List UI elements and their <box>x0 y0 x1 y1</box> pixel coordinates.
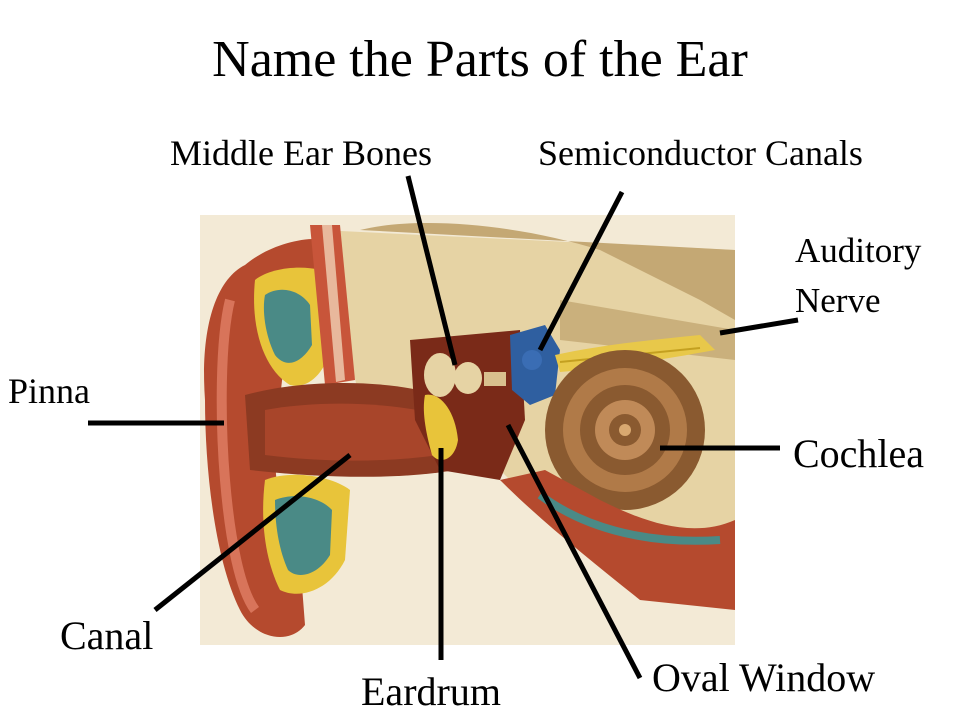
pointer-middle-ear-bones <box>405 175 458 366</box>
label-canal: Canal <box>60 613 154 658</box>
label-semicircular-canals: Semiconductor Canals <box>538 133 863 173</box>
label-auditory-nerve-line2: Nerve <box>795 281 881 320</box>
stapes-shape <box>484 372 506 386</box>
incus-shape <box>454 362 482 394</box>
label-oval-window: Oval Window <box>652 655 876 700</box>
pointer-auditory-nerve <box>719 317 799 336</box>
eardrum-shape <box>423 394 458 460</box>
malleus-shape <box>424 353 456 397</box>
pointer-semicircular-canals <box>537 190 625 352</box>
label-middle-ear-bones: Middle Ear Bones <box>170 133 432 173</box>
pointer-lines <box>88 175 799 680</box>
label-auditory-nerve-line1: Auditory <box>795 231 922 270</box>
slide-title: Name the Parts of the Ear <box>212 31 748 88</box>
label-pinna: Pinna <box>8 371 91 411</box>
pointer-canal <box>153 453 352 612</box>
label-cochlea: Cochlea <box>793 431 925 476</box>
pointer-oval-window <box>505 423 643 680</box>
label-eardrum: Eardrum <box>361 669 501 714</box>
